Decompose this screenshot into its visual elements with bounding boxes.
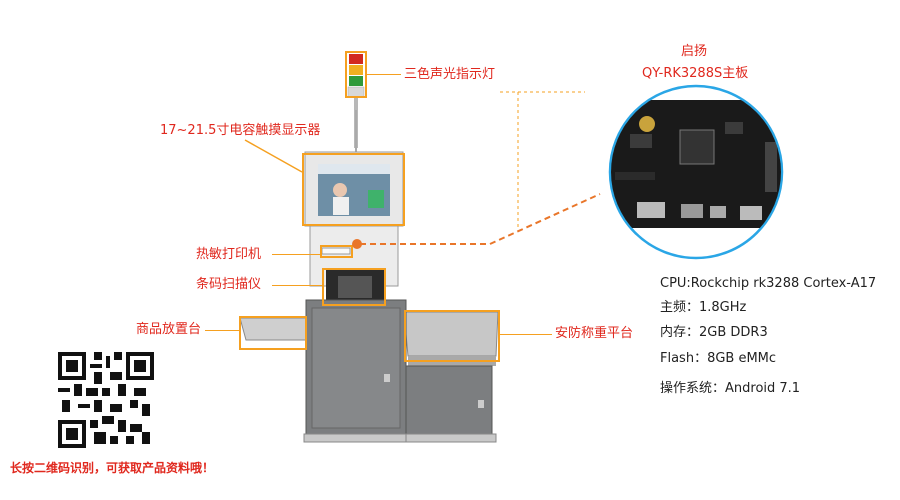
- scale-platform-leader: [500, 334, 552, 335]
- tower-light-callout-box: [345, 51, 367, 98]
- printer-callout-box: [320, 245, 353, 258]
- board-illustration: [608, 84, 784, 260]
- item-platform-callout-box: [239, 316, 307, 350]
- board-model: QY-RK3288S主板: [642, 66, 749, 81]
- tower-light-leader: [367, 74, 401, 75]
- tower-light-label: 三色声光指示灯: [404, 67, 496, 82]
- spec-flash: Flash：8GB eMMc: [660, 351, 777, 366]
- item-platform-leader: [205, 330, 239, 331]
- scale-platform-label: 安防称重平台: [555, 326, 634, 341]
- qr-caption: 长按二维码识别，可获取产品资料哦！: [10, 461, 215, 475]
- spec-memory: 内存：2GB DDR3: [660, 325, 768, 340]
- qr-code[interactable]: [58, 352, 154, 448]
- scanner-leader: [272, 285, 322, 286]
- printer-leader: [272, 254, 320, 255]
- spec-os: 操作系统：Android 7.1: [660, 381, 801, 396]
- item-platform-label: 商品放置台: [136, 322, 202, 337]
- display-label: 17~21.5寸电容触摸显示器: [160, 123, 321, 138]
- scale-platform-callout-box: [404, 310, 500, 362]
- spec-cpu: CPU:Rockchip rk3288 Cortex-A17: [660, 276, 877, 291]
- display-callout-box: [302, 153, 405, 226]
- spec-frequency: 主频：1.8GHz: [660, 300, 747, 315]
- printer-label: 热敏打印机: [196, 247, 262, 262]
- scanner-label: 条码扫描仪: [196, 277, 262, 292]
- scanner-callout-box: [322, 268, 386, 306]
- board-brand: 启扬: [681, 44, 708, 59]
